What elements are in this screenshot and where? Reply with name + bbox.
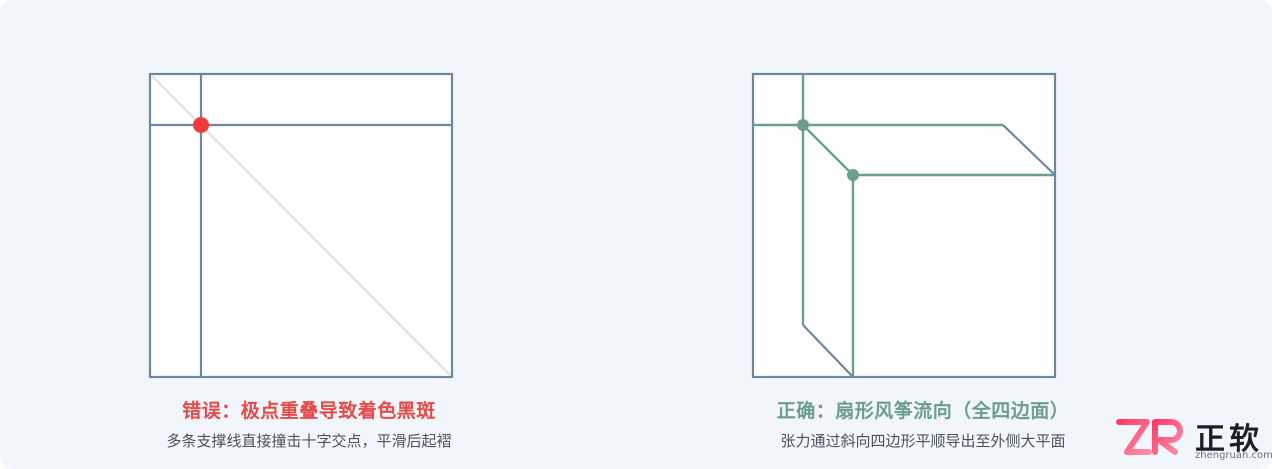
correct-subtitle: 张力通过斜向四边形平顺导出至外侧大平面 (780, 432, 1066, 450)
correct-title: 正确：扇形风筝流向（全四边面） (776, 400, 1070, 422)
brand-name: 正软 (1195, 422, 1263, 457)
outer-frame (148, 72, 454, 379)
top-slant-edge (1002, 124, 1056, 176)
cross-vertex (797, 119, 809, 131)
wrong-topology-figure (148, 72, 454, 379)
wrong-title: 错误：极点重叠导致着色黑斑 (182, 400, 436, 422)
correct-panel: 正确：扇形风筝流向（全四边面） 张力通过斜向四边形平顺导出至外侧大平面 (636, 0, 1272, 469)
left-slant-edge (802, 324, 854, 378)
brand-logo: 正软 zhengruan.com (1113, 414, 1272, 464)
correct-topology-figure (751, 72, 1057, 379)
kite-diagonal-edge (802, 124, 854, 176)
kite-vertex (847, 169, 859, 181)
zr-logo-icon (1116, 419, 1183, 455)
wrong-panel: 错误：极点重叠导致着色黑斑 多条支撑线直接撞击十字交点，平滑后起褶 (148, 72, 454, 450)
outer-frame (751, 72, 1057, 379)
brand-url: zhengruan.com (1195, 450, 1272, 461)
pole-vertex (193, 117, 209, 133)
wrong-subtitle: 多条支撑线直接撞击十字交点，平滑后起褶 (166, 432, 452, 450)
correct-face (753, 74, 1055, 377)
